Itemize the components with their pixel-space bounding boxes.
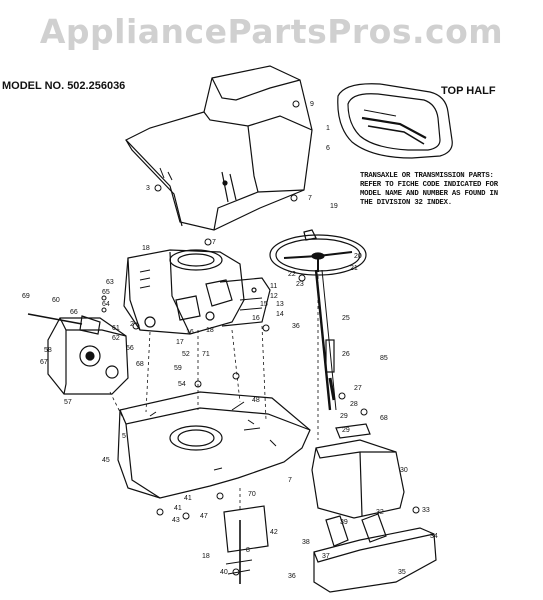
bracket-drawing [219,277,271,327]
callout-13: 13 [276,301,284,308]
callout-18: 18 [142,245,150,252]
callout-64: 64 [102,301,110,308]
fastener-drawings [101,100,420,576]
section-title: TOP HALF [441,85,496,97]
callout-37: 37 [322,553,330,560]
callout-17: 17 [176,339,184,346]
callout-47: 47 [200,513,208,520]
note-line: THE DIVISION 32 INDEX. [360,199,452,207]
callout-58: 58 [44,347,52,354]
callout-54: 54 [178,381,186,388]
callout-6: 6 [326,145,330,152]
callout-3: 3 [146,185,150,192]
callout-18: 18 [202,553,210,560]
steering-wheel-drawing [269,229,367,411]
callout-65: 65 [102,289,110,296]
lower-bracket-drawing [223,505,269,584]
chassis-frame-drawing [117,391,311,499]
watermark-logo: AppliancePartsPros.com [39,12,504,51]
callout-32: 32 [376,509,384,516]
callout-57: 57 [64,399,72,406]
callout-68: 68 [136,361,144,368]
callout-5: 5 [122,433,126,440]
callout-labels: 9 1 6 3 7 19 7 18 20 21 22 23 11 12 13 1… [22,101,438,580]
callout-61: 61 [112,325,120,332]
callout-2: 2 [130,321,134,328]
callout-60: 60 [52,297,60,304]
callout-68: 68 [380,415,388,422]
callout-52: 52 [182,351,190,358]
callout-85: 85 [380,355,388,362]
callout-56: 56 [126,345,134,352]
callout-20: 20 [354,253,362,260]
callout-23: 23 [296,281,304,288]
seat-drawing [337,83,453,159]
callout-11: 11 [270,283,277,290]
callout-40: 40 [220,569,228,576]
callout-19: 19 [330,203,338,210]
callout-8: 8 [246,547,250,554]
callout-22: 22 [288,271,296,278]
callout-63: 63 [106,279,114,286]
callout-7: 7 [308,195,312,202]
transaxle-note: TRANSAXLE OR TRANSMISSION PARTS: REFER T… [360,172,542,208]
leader-lines [109,276,319,512]
callout-70: 70 [248,491,256,498]
callout-1: 1 [326,125,330,132]
callout-61: 71 [202,351,210,358]
callout-26: 26 [342,351,350,358]
model-number-label: MODEL NO. 502.256036 [2,80,126,92]
callout-7: 7 [288,477,292,484]
callout-12: 12 [270,293,278,300]
note-line: MODEL NAME AND NUMBER AS FOUND IN [360,190,498,198]
callout-9: 9 [310,101,314,108]
callout-27: 27 [354,385,362,392]
callout-69: 69 [22,293,30,300]
callout-28: 28 [350,401,358,408]
note-line: TRANSAXLE OR TRANSMISSION PARTS: [360,172,494,180]
callout-39: 39 [340,519,348,526]
callout-30: 30 [400,467,408,474]
callout-21: 21 [350,265,358,272]
callout-59: 59 [174,365,182,372]
callout-41: 41 [184,495,192,502]
callout-7: 7 [212,239,216,246]
hood-drawing [125,65,313,231]
callout-16: 16 [186,329,194,336]
transmission-drawing [27,313,129,395]
callout-45: 45 [102,457,110,464]
callout-62: 62 [112,335,120,342]
callout-38: 38 [302,539,310,546]
callout-29: 29 [342,427,350,434]
callout-67: 67 [40,359,48,366]
dash-housing-drawing [311,423,437,593]
callout-29: 29 [340,413,348,420]
callout-42: 42 [270,529,278,536]
callout-34: 34 [430,533,438,540]
engine-drawing [123,249,245,335]
callout-25: 25 [342,315,350,322]
callout-18: 18 [206,327,214,334]
callout-43: 43 [172,517,180,524]
note-line: REFER TO FICHE CODE INDICATED FOR [360,181,498,189]
callout-48: 48 [252,397,260,404]
callout-36: 36 [288,573,296,580]
callout-35: 35 [398,569,406,576]
callout-14: 14 [276,311,284,318]
callout-15: 15 [260,301,268,308]
callout-33: 33 [422,507,430,514]
callout-41: 41 [174,505,182,512]
callout-16: 16 [252,315,260,322]
callout-66: 66 [70,309,78,316]
callout-36: 36 [292,323,300,330]
